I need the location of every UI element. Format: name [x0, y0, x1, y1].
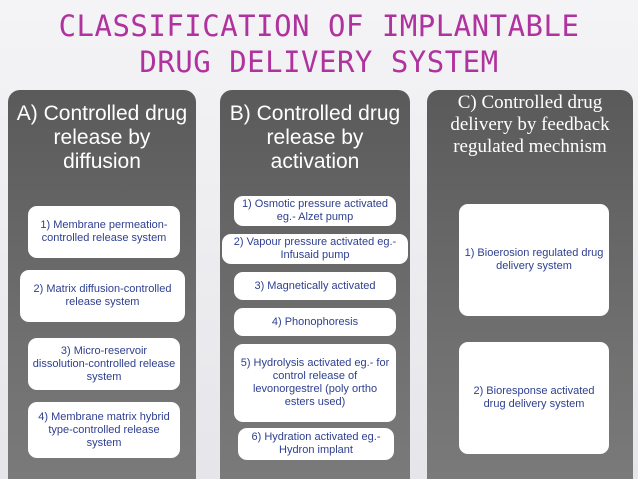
- box-b-2: 2) Vapour pressure activated eg.- Infusa…: [222, 234, 408, 264]
- box-a-4: 4) Membrane matrix hybrid type-controlle…: [28, 402, 180, 458]
- box-b-5: 5) Hydrolysis activated eg.- for control…: [234, 344, 396, 422]
- box-a-3: 3) Micro-reservoir dissolution-controlle…: [28, 338, 180, 390]
- box-b-6: 6) Hydration activated eg.- Hydron impla…: [238, 428, 394, 460]
- box-b-1: 1) Osmotic pressure activated eg.- Alzet…: [234, 196, 396, 226]
- box-c-2: 2) Bioresponse activated drug delivery s…: [459, 342, 609, 454]
- box-a-1: 1) Membrane permeation-controlled releas…: [28, 206, 180, 258]
- page-title: CLASSIFICATION OF IMPLANTABLE DRUG DELIV…: [0, 8, 638, 80]
- column-activation: B) Controlled drug release by activation…: [220, 90, 410, 479]
- column-b-heading: B) Controlled drug release by activation: [229, 102, 401, 173]
- box-a-2: 2) Matrix diffusion-controlled release s…: [20, 270, 185, 322]
- box-b-3: 3) Magnetically activated: [234, 272, 396, 300]
- title-line-1: CLASSIFICATION OF IMPLANTABLE: [58, 9, 580, 43]
- column-a-heading: A) Controlled drug release by diffusion: [16, 102, 188, 173]
- box-b-4: 4) Phonophoresis: [234, 308, 396, 336]
- column-c-heading: C) Controlled drug delivery by feedback …: [450, 92, 610, 157]
- title-line-2: DRUG DELIVERY SYSTEM: [139, 45, 499, 79]
- column-diffusion: A) Controlled drug release by diffusion …: [8, 90, 196, 479]
- column-feedback: C) Controlled drug delivery by feedback …: [427, 90, 633, 479]
- box-c-1: 1) Bioerosion regulated drug delivery sy…: [459, 204, 609, 316]
